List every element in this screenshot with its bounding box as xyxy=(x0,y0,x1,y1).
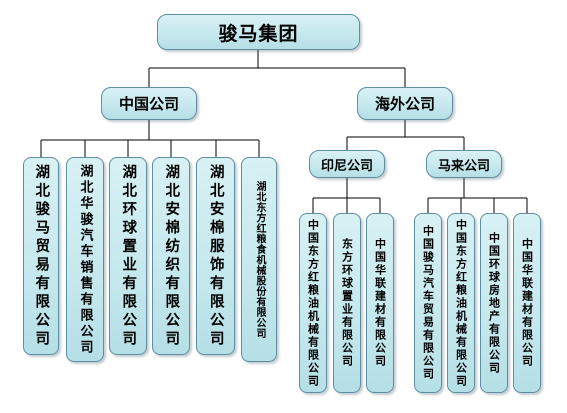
node-indonesia-subsidiary-label: 中国东方红粮油机械有限公司 xyxy=(306,218,320,388)
node-malaysia-subsidiary: 中国东方红粮油机械有限公司 xyxy=(447,213,475,393)
node-china-subsidiary-label: 湖北华骏汽车销售有限公司 xyxy=(77,163,93,356)
node-china-subsidiary: 湖北东方红粮食机械股份有限公司 xyxy=(241,157,277,362)
node-overseas-company-label: 海外公司 xyxy=(374,95,435,113)
node-indonesia-company: 印尼公司 xyxy=(309,150,385,178)
node-indonesia-subsidiary: 东方环球置业有限公司 xyxy=(333,213,361,393)
node-china-subsidiary-label: 湖北东方红粮食机械股份有限公司 xyxy=(254,180,265,339)
node-overseas-company: 海外公司 xyxy=(357,87,453,120)
node-china-subsidiary-label: 湖北安棉服饰有限公司 xyxy=(207,163,224,349)
node-indonesia-company-label: 印尼公司 xyxy=(320,158,373,174)
node-malaysia-subsidiary: 中国骏马汽车贸易有限公司 xyxy=(414,213,442,393)
node-indonesia-subsidiary-label: 中国华联建材有限公司 xyxy=(373,238,387,368)
node-malaysia-subsidiary-label: 中国环球房地产有限公司 xyxy=(487,231,501,375)
node-malaysia-subsidiary-label: 中国骏马汽车贸易有限公司 xyxy=(421,225,435,381)
node-malaysia-subsidiary-label: 中国华联建材有限公司 xyxy=(520,238,534,368)
node-indonesia-subsidiary: 中国华联建材有限公司 xyxy=(366,213,394,393)
node-china-subsidiary: 湖北骏马贸易有限公司 xyxy=(23,157,59,355)
node-malaysia-company: 马来公司 xyxy=(426,150,502,178)
root-node-label: 骏马集团 xyxy=(218,22,299,45)
node-china-subsidiary-label: 湖北环球置业有限公司 xyxy=(120,163,137,349)
node-indonesia-subsidiary-label: 东方环球置业有限公司 xyxy=(340,238,354,368)
node-malaysia-subsidiary: 中国华联建材有限公司 xyxy=(513,213,541,393)
node-malaysia-subsidiary-label: 中国东方红粮油机械有限公司 xyxy=(454,218,468,388)
node-china-subsidiary: 湖北环球置业有限公司 xyxy=(109,157,147,355)
node-china-company-label: 中国公司 xyxy=(118,95,179,113)
root-node-jun-ma-group: 骏马集团 xyxy=(157,14,360,50)
node-china-subsidiary-label: 湖北安棉纺织有限公司 xyxy=(163,163,180,349)
node-china-subsidiary-label: 湖北骏马贸易有限公司 xyxy=(33,163,50,349)
node-china-subsidiary: 湖北安棉纺织有限公司 xyxy=(152,157,190,355)
node-indonesia-subsidiary: 中国东方红粮油机械有限公司 xyxy=(299,213,327,393)
node-china-subsidiary: 湖北安棉服饰有限公司 xyxy=(196,157,235,355)
node-malaysia-subsidiary: 中国环球房地产有限公司 xyxy=(480,213,508,393)
node-malaysia-company-label: 马来公司 xyxy=(437,158,490,174)
node-china-subsidiary: 湖北华骏汽车销售有限公司 xyxy=(66,157,104,362)
node-china-company: 中国公司 xyxy=(101,87,197,120)
